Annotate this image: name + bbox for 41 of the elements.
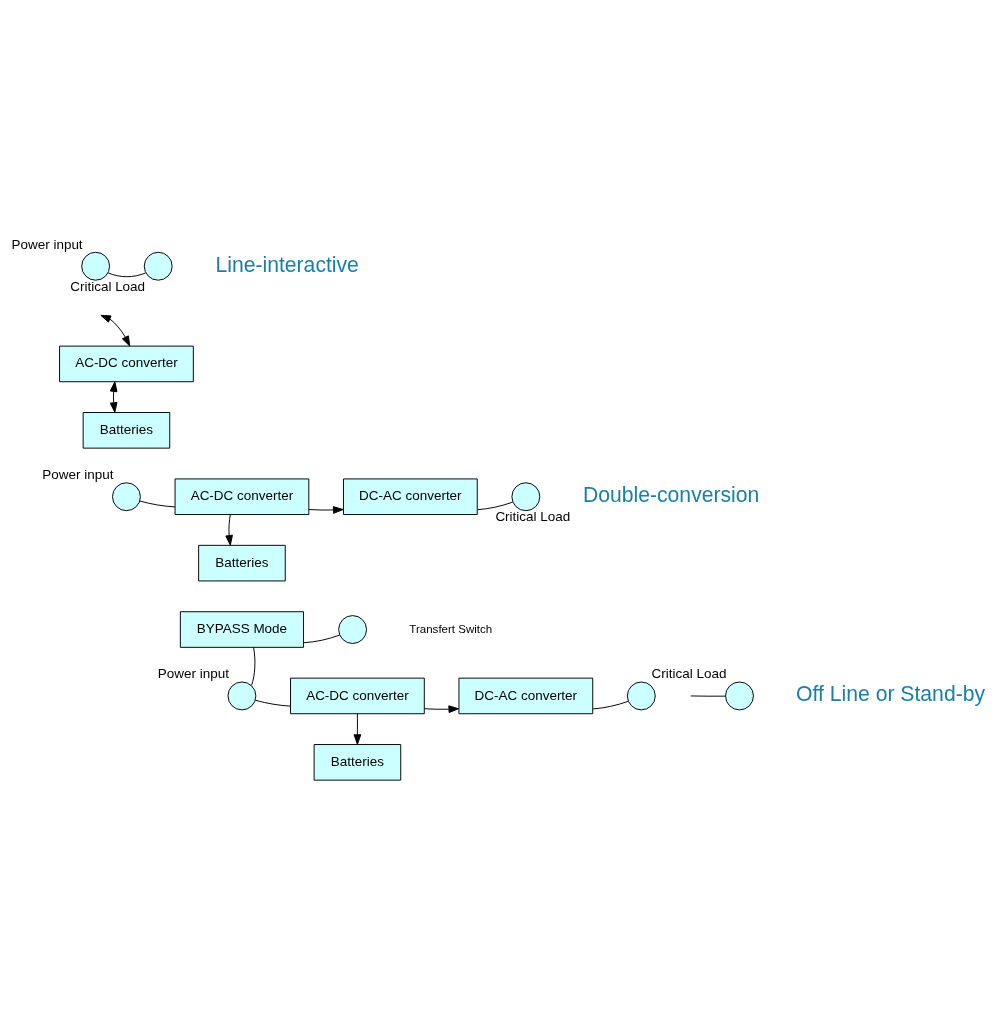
node-box: DC-AC converter xyxy=(343,478,478,515)
node-box: AC-DC converter xyxy=(290,677,425,715)
arrow xyxy=(353,713,362,745)
arrow xyxy=(100,314,131,347)
arrow xyxy=(424,705,460,714)
node-box: Batteries xyxy=(198,544,286,582)
arrow xyxy=(225,514,233,546)
connector xyxy=(107,272,147,278)
node-circle xyxy=(511,482,541,512)
node-box: Batteries xyxy=(313,744,402,781)
connector xyxy=(251,646,256,686)
connector xyxy=(690,695,726,697)
node-label: Critical Load xyxy=(651,666,727,682)
node-box: DC-AC converter xyxy=(458,677,594,715)
node-circle xyxy=(338,615,368,644)
label: Transfert Switch xyxy=(409,622,493,635)
label: Double-conversion xyxy=(582,483,760,507)
connector xyxy=(139,500,176,508)
connector xyxy=(592,700,629,710)
node-circle xyxy=(112,482,141,512)
node-label: Power input xyxy=(42,467,114,483)
node-circle xyxy=(81,251,111,281)
label: Line-interactive xyxy=(215,252,359,276)
connector xyxy=(477,501,514,511)
node-label: Power input xyxy=(157,666,229,682)
node-circle xyxy=(626,681,656,711)
connector xyxy=(255,699,291,707)
label: Off Line or Stand-by xyxy=(796,682,986,706)
node-label: Critical Load xyxy=(495,509,571,525)
node-label: Power input xyxy=(11,236,83,252)
arrow xyxy=(308,506,344,514)
node-circle xyxy=(725,681,754,711)
arrow xyxy=(109,381,118,413)
node-box: AC-DC converter xyxy=(59,345,194,383)
node-circle xyxy=(143,251,173,281)
node-box: AC-DC converter xyxy=(174,478,310,515)
node-box: Batteries xyxy=(82,412,171,449)
connector xyxy=(303,634,341,644)
node-circle xyxy=(227,681,257,711)
node-box: BYPASS Mode xyxy=(179,611,304,648)
node-label: Critical Load xyxy=(70,278,146,294)
